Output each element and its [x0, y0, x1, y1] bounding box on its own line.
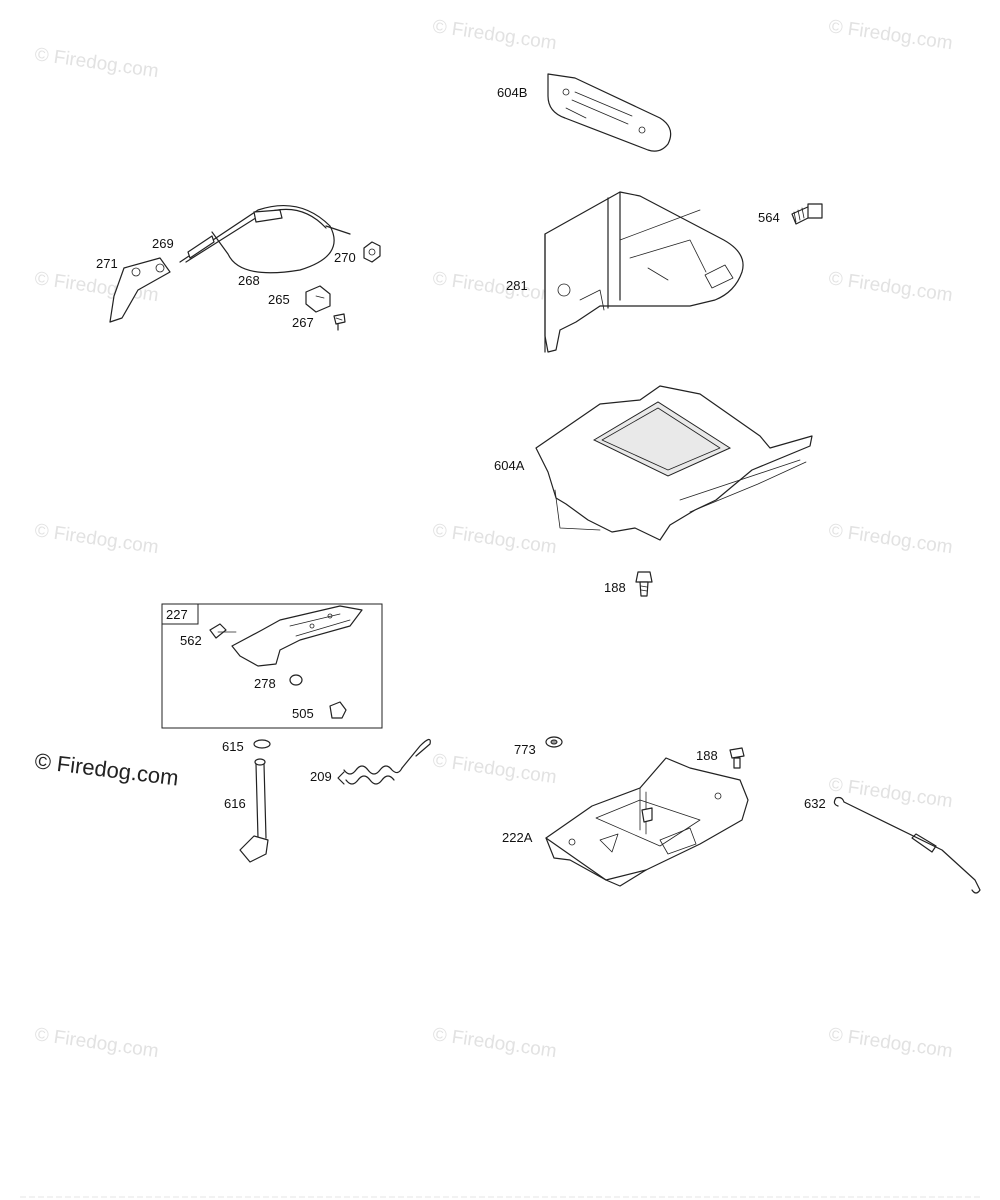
- label-209: 209: [310, 769, 332, 784]
- label-773: 773: [514, 742, 536, 757]
- watermark: © Firedog.com: [431, 16, 558, 54]
- part-268-cable: [179, 204, 351, 274]
- part-188-bolt: [635, 571, 653, 597]
- label-265: 265: [268, 292, 290, 307]
- watermark-prominent: © Firedog.com: [33, 748, 180, 790]
- watermark: © Firedog.com: [431, 750, 558, 788]
- part-267-screw: [333, 313, 346, 331]
- watermark: © Firedog.com: [33, 44, 160, 82]
- label-188-lower: 188: [696, 748, 718, 763]
- label-281: 281: [506, 278, 528, 293]
- watermark: © Firedog.com: [827, 16, 954, 54]
- part-labels: 604B 564 281 604A 188 271 269 268 270 26…: [96, 85, 826, 845]
- label-562: 562: [180, 633, 202, 648]
- label-505: 505: [292, 706, 314, 721]
- label-267: 267: [292, 315, 314, 330]
- label-564: 564: [758, 210, 780, 225]
- watermark: © Firedog.com: [33, 1024, 160, 1062]
- part-265-clamp: [305, 285, 331, 313]
- label-278: 278: [254, 676, 276, 691]
- part-604B-plate: [547, 73, 672, 152]
- watermark: © Firedog.com: [827, 774, 954, 812]
- watermark: © Firedog.com: [827, 1024, 954, 1062]
- part-773-nut: [545, 736, 563, 748]
- watermark-layer: © Firedog.com © Firedog.com © Firedog.co…: [33, 16, 954, 1062]
- label-271: 271: [96, 256, 118, 271]
- part-616-shaft: [239, 739, 271, 863]
- label-270: 270: [334, 250, 356, 265]
- label-222A: 222A: [502, 830, 533, 845]
- part-270-nut: [363, 241, 381, 263]
- watermark: © Firedog.com: [827, 268, 954, 306]
- watermark: © Firedog.com: [431, 520, 558, 558]
- label-188: 188: [604, 580, 626, 595]
- label-268: 268: [238, 273, 260, 288]
- label-616: 616: [224, 796, 246, 811]
- part-188-bolt-lower: [729, 747, 745, 769]
- part-281-housing: [544, 191, 744, 353]
- part-222A-base: [545, 757, 749, 887]
- label-269: 269: [152, 236, 174, 251]
- part-632-rod: [833, 796, 981, 894]
- label-632: 632: [804, 796, 826, 811]
- label-604A: 604A: [494, 458, 525, 473]
- part-604A-shroud: [535, 385, 813, 541]
- label-227: 227: [166, 607, 188, 622]
- watermark: © Firedog.com: [431, 268, 558, 306]
- leader-lines: [335, 317, 343, 321]
- watermark: © Firedog.com: [431, 1024, 558, 1062]
- kit-227-box: [161, 603, 383, 729]
- label-615: 615: [222, 739, 244, 754]
- part-209-spring: [337, 738, 431, 785]
- watermark: © Firedog.com: [827, 520, 954, 558]
- part-564-bolt: [791, 203, 823, 225]
- label-604B: 604B: [497, 85, 527, 100]
- part-271-lever: [109, 257, 171, 323]
- watermark: © Firedog.com: [33, 520, 160, 558]
